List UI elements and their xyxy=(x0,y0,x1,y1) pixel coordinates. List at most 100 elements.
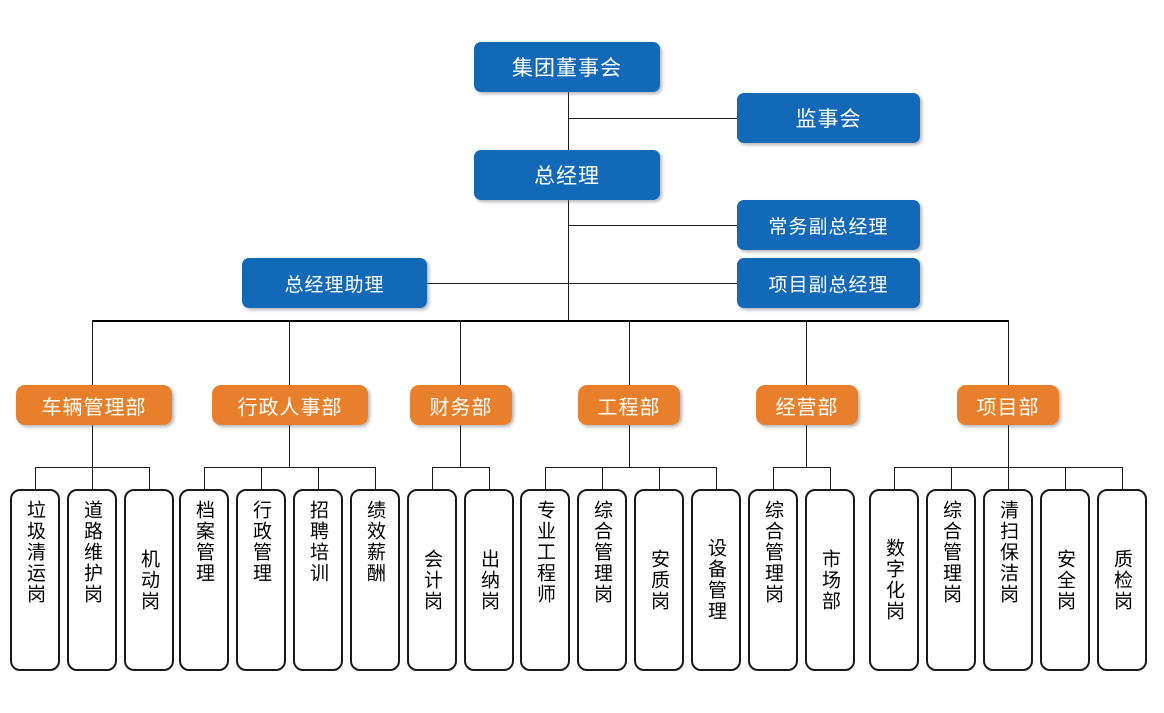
node-department-vehicle-management[interactable]: 车辆管理部 xyxy=(16,385,172,425)
post-flexible-duty[interactable]: 机动岗 xyxy=(124,489,174,671)
node-department-finance[interactable]: 财务部 xyxy=(410,385,512,425)
post-label: 清扫保洁岗 xyxy=(997,500,1020,605)
connector-admin-child-1 xyxy=(204,467,205,489)
node-executive-vice-president[interactable]: 常务副总经理 xyxy=(737,200,920,250)
connector-engineering-subbus xyxy=(545,467,716,468)
post-label: 招聘培训 xyxy=(307,500,330,584)
post-safety-quality[interactable]: 安质岗 xyxy=(634,489,684,671)
post-professional-engineer[interactable]: 专业工程师 xyxy=(520,489,570,671)
connector-admin-child-4 xyxy=(375,467,376,489)
post-administration-management[interactable]: 行政管理 xyxy=(236,489,286,671)
connector-bus-drop-engineering xyxy=(629,320,630,385)
connector-board-to-gm xyxy=(568,92,569,160)
connector-department-bus xyxy=(92,320,1009,322)
connector-bus-drop-project xyxy=(1008,320,1009,385)
connector-engineering-child-3 xyxy=(659,467,660,489)
post-label: 出纳岗 xyxy=(478,548,501,612)
post-general-management-engineering[interactable]: 综合管理岗 xyxy=(577,489,627,671)
node-supervisory-label: 监事会 xyxy=(795,107,862,131)
node-department-engineering[interactable]: 工程部 xyxy=(578,385,680,425)
post-safety[interactable]: 安全岗 xyxy=(1040,489,1090,671)
connector-finance-child-2 xyxy=(489,467,490,489)
node-department-project[interactable]: 项目部 xyxy=(957,385,1059,425)
connector-finance-stem xyxy=(460,424,461,468)
connector-bus-drop-finance xyxy=(460,320,461,385)
node-gm-assistant-label: 总经理助理 xyxy=(284,273,385,296)
post-label: 道路维护岗 xyxy=(81,500,104,605)
post-garbage-transport[interactable]: 垃圾清运岗 xyxy=(10,489,60,671)
post-marketing[interactable]: 市场部 xyxy=(805,489,855,671)
node-project-vp-label: 项目副总经理 xyxy=(768,273,889,296)
post-records-management[interactable]: 档案管理 xyxy=(179,489,229,671)
department-label: 行政人事部 xyxy=(237,394,343,419)
post-cleaning-sanitation[interactable]: 清扫保洁岗 xyxy=(983,489,1033,671)
node-general-manager-label: 总经理 xyxy=(534,164,600,188)
post-equipment-management[interactable]: 设备管理 xyxy=(691,489,741,671)
connector-finance-child-1 xyxy=(432,467,433,489)
post-digitalization[interactable]: 数字化岗 xyxy=(869,489,919,671)
node-general-manager[interactable]: 总经理 xyxy=(474,150,660,200)
connector-vehicle-child-1 xyxy=(35,467,36,489)
node-board-of-directors[interactable]: 集团董事会 xyxy=(474,42,660,92)
connector-admin-stem xyxy=(289,424,290,468)
post-label: 机动岗 xyxy=(138,548,161,612)
connector-operations-subbus xyxy=(773,467,831,468)
post-label: 行政管理 xyxy=(250,500,273,584)
post-road-maintenance[interactable]: 道路维护岗 xyxy=(67,489,117,671)
post-cashier[interactable]: 出纳岗 xyxy=(464,489,514,671)
connector-project-child-1 xyxy=(894,467,895,489)
node-department-operations[interactable]: 经营部 xyxy=(756,385,858,425)
post-accountant[interactable]: 会计岗 xyxy=(407,489,457,671)
department-label: 经营部 xyxy=(775,394,839,419)
post-label: 质检岗 xyxy=(1111,548,1134,612)
connector-engineering-child-4 xyxy=(716,467,717,489)
connector-project-child-2 xyxy=(951,467,952,489)
connector-engineering-stem xyxy=(629,424,630,468)
connector-gm-to-executive-vp xyxy=(568,225,738,226)
node-supervisory-board[interactable]: 监事会 xyxy=(737,93,920,143)
connector-engineering-child-2 xyxy=(602,467,603,489)
connector-project-child-3 xyxy=(1008,467,1009,489)
connector-project-child-5 xyxy=(1122,467,1123,489)
department-label: 车辆管理部 xyxy=(41,394,147,419)
connector-operations-child-2 xyxy=(830,467,831,489)
connector-finance-subbus xyxy=(432,467,489,468)
connector-gm-to-project-vp xyxy=(568,283,738,284)
post-label: 专业工程师 xyxy=(534,500,557,605)
connector-admin-child-2 xyxy=(261,467,262,489)
connector-bus-drop-operations xyxy=(806,320,807,385)
connector-operations-stem xyxy=(806,424,807,468)
post-quality-inspection[interactable]: 质检岗 xyxy=(1097,489,1147,671)
connector-gm-to-department-bus xyxy=(568,200,569,322)
department-label: 工程部 xyxy=(597,394,661,419)
connector-admin-child-3 xyxy=(318,467,319,489)
post-label: 安全岗 xyxy=(1054,548,1077,612)
connector-vehicle-child-2 xyxy=(92,467,93,489)
connector-project-stem xyxy=(1008,424,1009,468)
post-general-management-operations[interactable]: 综合管理岗 xyxy=(748,489,798,671)
post-label: 数字化岗 xyxy=(883,538,906,622)
node-department-admin-hr[interactable]: 行政人事部 xyxy=(212,385,368,425)
post-performance-compensation[interactable]: 绩效薪酬 xyxy=(350,489,400,671)
department-label: 财务部 xyxy=(429,394,493,419)
connector-operations-child-1 xyxy=(773,467,774,489)
connector-project-child-4 xyxy=(1065,467,1066,489)
node-project-vice-president[interactable]: 项目副总经理 xyxy=(737,258,920,308)
post-label: 垃圾清运岗 xyxy=(24,500,47,605)
connector-gm-assistant-to-stem xyxy=(427,283,569,284)
post-label: 综合管理岗 xyxy=(591,500,614,605)
post-general-management-project[interactable]: 综合管理岗 xyxy=(926,489,976,671)
node-executive-vp-label: 常务副总经理 xyxy=(768,215,889,238)
post-label: 绩效薪酬 xyxy=(364,500,387,584)
connector-bus-drop-admin xyxy=(289,320,290,385)
connector-vehicle-child-3 xyxy=(149,467,150,489)
connector-admin-subbus xyxy=(204,467,376,468)
connector-gm-stem-to-supervisory xyxy=(568,118,738,119)
connector-engineering-child-1 xyxy=(545,467,546,489)
post-label: 设备管理 xyxy=(705,538,728,622)
department-label: 项目部 xyxy=(976,394,1040,419)
connector-bus-drop-vehicle xyxy=(92,320,93,385)
post-recruitment-training[interactable]: 招聘培训 xyxy=(293,489,343,671)
node-gm-assistant[interactable]: 总经理助理 xyxy=(242,258,427,308)
